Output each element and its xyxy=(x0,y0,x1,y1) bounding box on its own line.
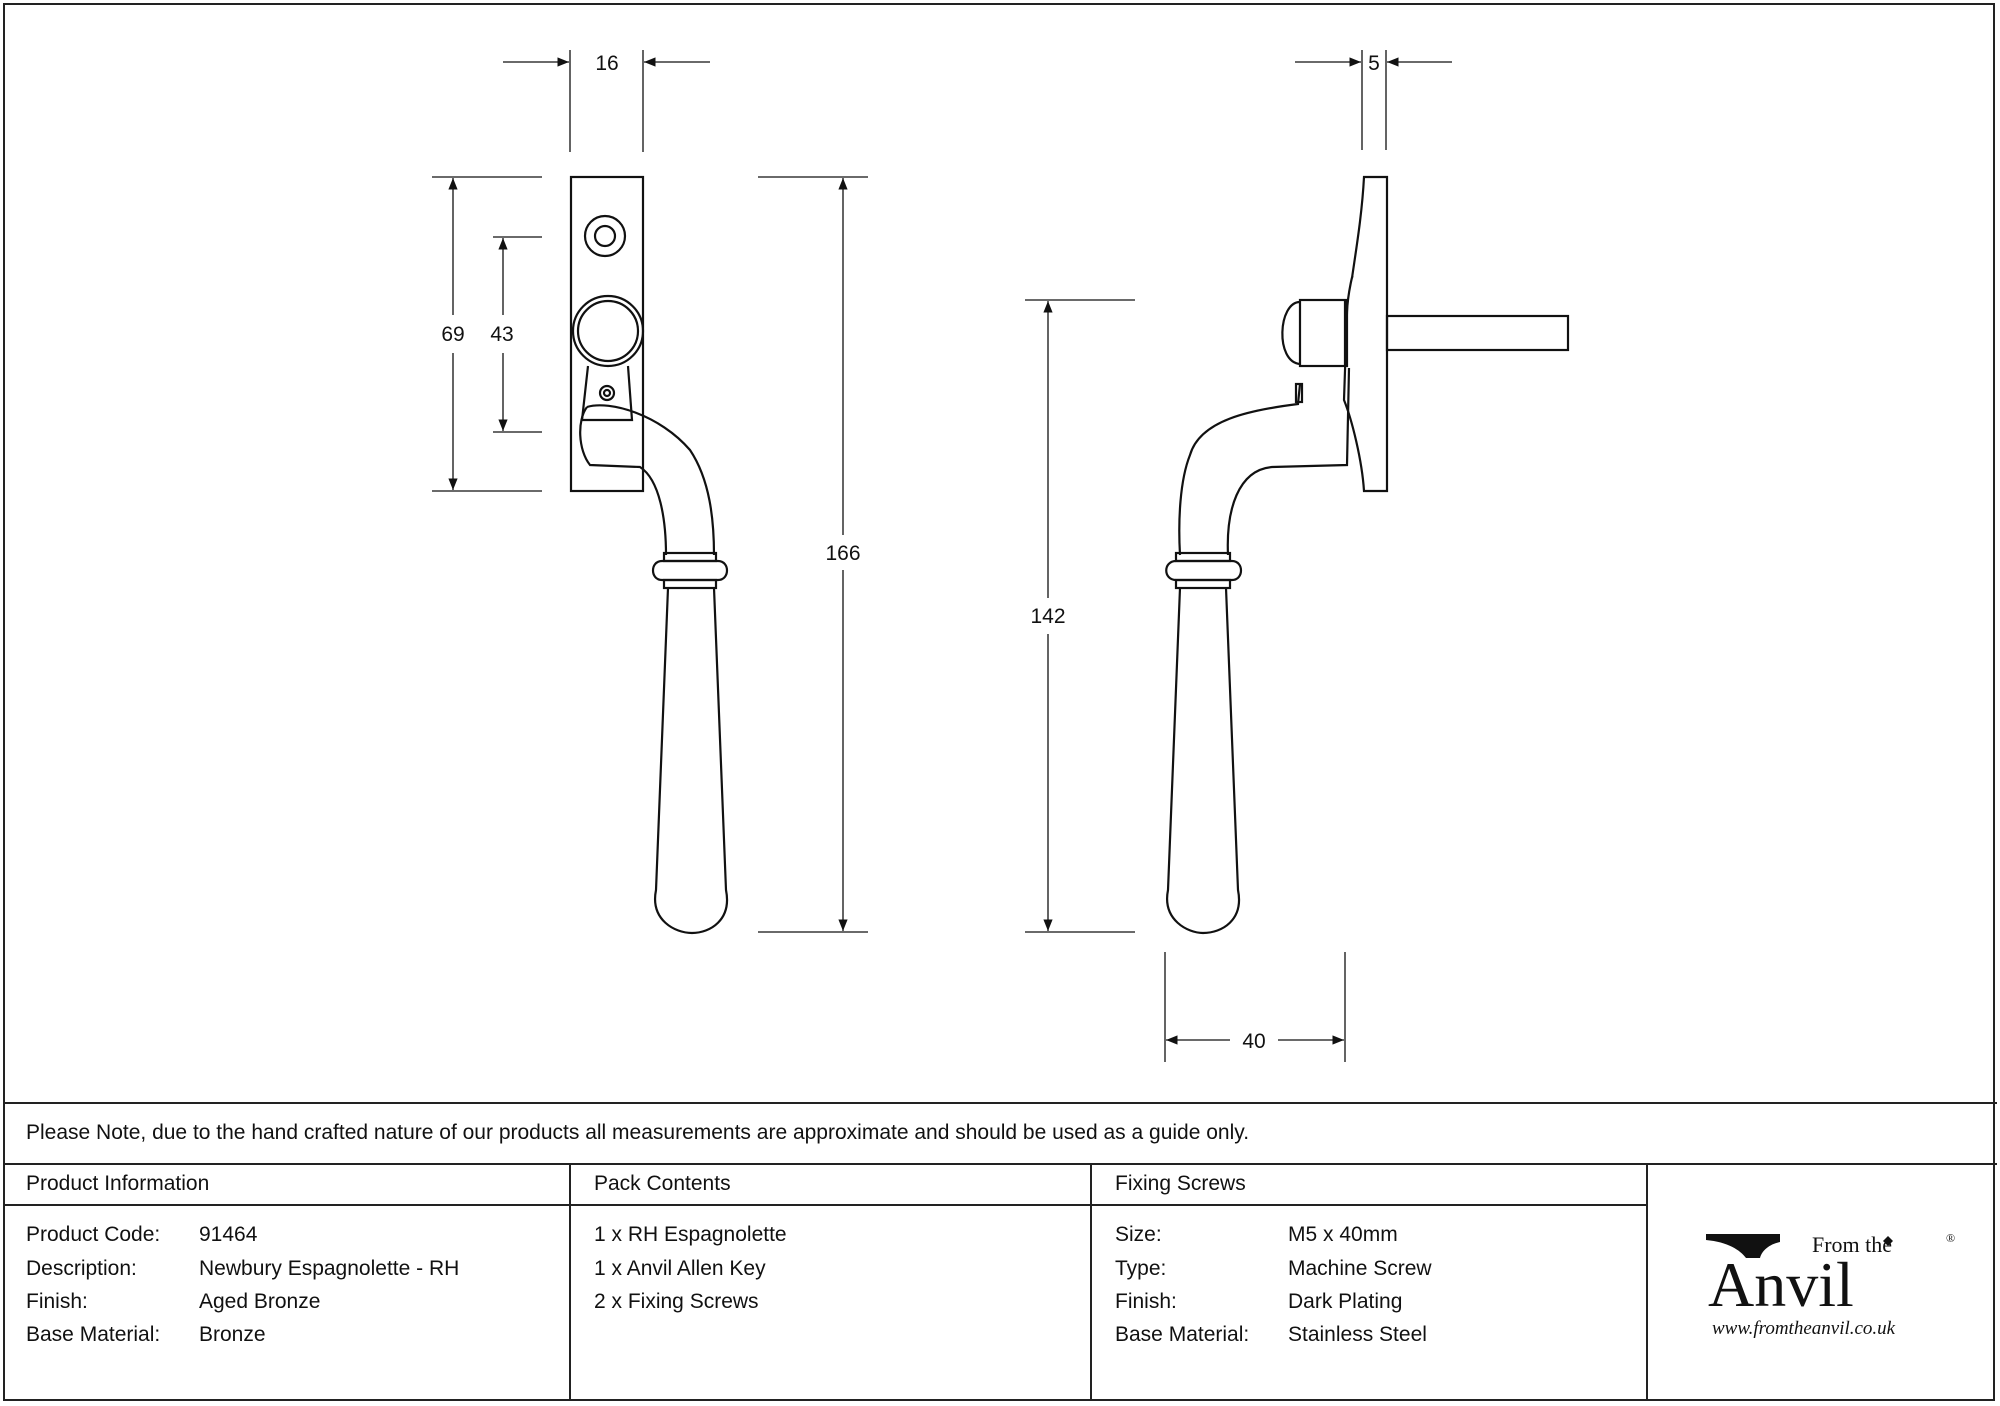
arm-inner xyxy=(579,406,668,556)
spindle-boss xyxy=(571,294,645,368)
fixing-screws-label: Base Material: xyxy=(1115,1323,1250,1346)
diamond-icon xyxy=(1883,1236,1893,1246)
arm-outer xyxy=(1178,383,1302,556)
product-info-label: Base Material: xyxy=(26,1323,161,1346)
collar xyxy=(651,559,729,582)
collar-ring xyxy=(662,578,718,590)
screw-hole-outer xyxy=(583,214,627,258)
side-view-dimensions xyxy=(1025,50,1452,1062)
note-bottom-rule xyxy=(3,1163,1997,1165)
dim-label-side-height: 142 xyxy=(1030,605,1065,628)
grub-screw-side xyxy=(1294,382,1304,404)
collar-ring xyxy=(1174,578,1232,590)
neck xyxy=(580,365,634,422)
dim-label-total-height: 166 xyxy=(825,542,860,565)
grub-screw-center xyxy=(602,388,612,398)
grub-screw xyxy=(598,384,616,402)
dimension-labels: 16 69 43 166 5 142 40 xyxy=(441,52,1380,1053)
logo-brand: Anvil xyxy=(1708,1249,1854,1320)
front-view-handle xyxy=(569,175,729,935)
fixing-screws-label: Finish: xyxy=(1115,1290,1177,1313)
logo-from-the: From the xyxy=(1812,1232,1892,1257)
dim-label-projection: 40 xyxy=(1242,1030,1265,1053)
fixing-screws-value: Stainless Steel xyxy=(1288,1323,1427,1346)
product-info-heading: Product Information xyxy=(26,1172,210,1195)
dim-label-depth: 5 xyxy=(1368,52,1380,75)
boss xyxy=(1298,298,1349,368)
product-info-value: 91464 xyxy=(199,1223,258,1246)
side-view-handle xyxy=(1165,175,1570,935)
column-divider xyxy=(1090,1163,1092,1401)
collar-ring xyxy=(1174,551,1232,563)
logo-registered: ® xyxy=(1946,1231,1955,1245)
backplate-profile xyxy=(1342,175,1389,493)
product-info-value: Aged Bronze xyxy=(199,1290,321,1313)
logo-url: www.fromtheanvil.co.uk xyxy=(1712,1318,1896,1339)
dim-label-hole-spacing: 43 xyxy=(490,323,513,346)
front-view-dimensions xyxy=(432,50,868,933)
spindle-boss-inner xyxy=(576,299,640,363)
spindle xyxy=(1385,314,1570,352)
product-info-value: Bronze xyxy=(199,1323,266,1346)
arm-inner xyxy=(1226,367,1351,556)
product-info-label: Product Code: xyxy=(26,1223,161,1246)
lever-grip xyxy=(653,587,729,935)
product-info-label: Description: xyxy=(26,1257,137,1280)
fixing-screws-label: Size: xyxy=(1115,1223,1162,1246)
from-the-anvil-logo: From the Anvil ® www.fromtheanvil.co.uk xyxy=(1706,1231,1955,1339)
pack-contents-item: 2 x Fixing Screws xyxy=(594,1290,759,1313)
pack-contents-item: 1 x Anvil Allen Key xyxy=(594,1257,766,1280)
fixing-screws-label: Type: xyxy=(1115,1257,1167,1280)
boss-cap xyxy=(1281,300,1301,366)
heading-bottom-rule xyxy=(3,1204,1648,1206)
fixing-screws-value: M5 x 40mm xyxy=(1288,1223,1398,1246)
product-info-label: Finish: xyxy=(26,1290,88,1313)
column-divider xyxy=(1646,1163,1648,1401)
pack-contents-item: 1 x RH Espagnolette xyxy=(594,1223,787,1246)
arm-outer xyxy=(586,404,716,556)
collar xyxy=(1165,559,1243,582)
fixing-screws-heading: Fixing Screws xyxy=(1115,1172,1246,1195)
table-top-rule xyxy=(3,1102,1997,1104)
dim-label-plate-height: 69 xyxy=(441,323,464,346)
collar-ring xyxy=(662,551,718,563)
lever-grip xyxy=(1166,587,1241,935)
product-info-value: Newbury Espagnolette - RH xyxy=(199,1257,460,1280)
screw-hole-inner xyxy=(593,224,617,248)
sheet-border xyxy=(3,3,1995,1401)
fixing-screws-value: Dark Plating xyxy=(1288,1290,1403,1313)
pack-contents-heading: Pack Contents xyxy=(594,1172,731,1195)
disclaimer-note: Please Note, due to the hand crafted nat… xyxy=(26,1121,1250,1144)
column-divider xyxy=(569,1163,571,1401)
dim-label-width: 16 xyxy=(595,52,618,75)
anvil-icon xyxy=(1706,1234,1780,1258)
fixing-screws-value: Machine Screw xyxy=(1288,1257,1432,1280)
